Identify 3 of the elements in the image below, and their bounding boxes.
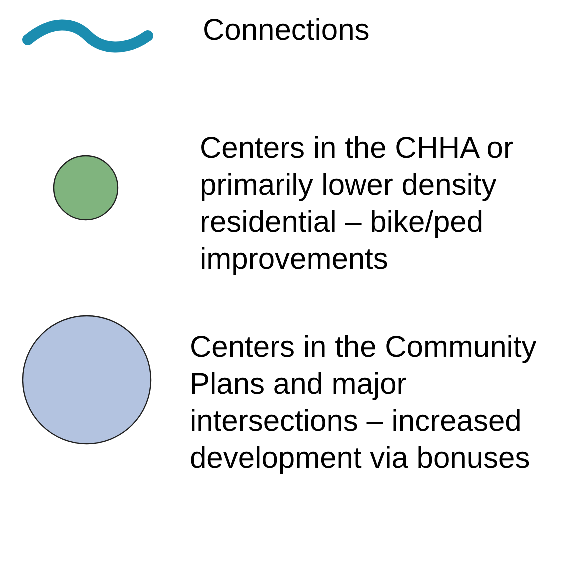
legend-label: Centers in the CHHA or primarily lower density residential – bike/ped improvements <box>200 131 514 278</box>
legend-label: Centers in the Community Plans and major intersections – increased development via bonuses <box>190 330 538 477</box>
legend-label: Connections <box>203 13 371 49</box>
